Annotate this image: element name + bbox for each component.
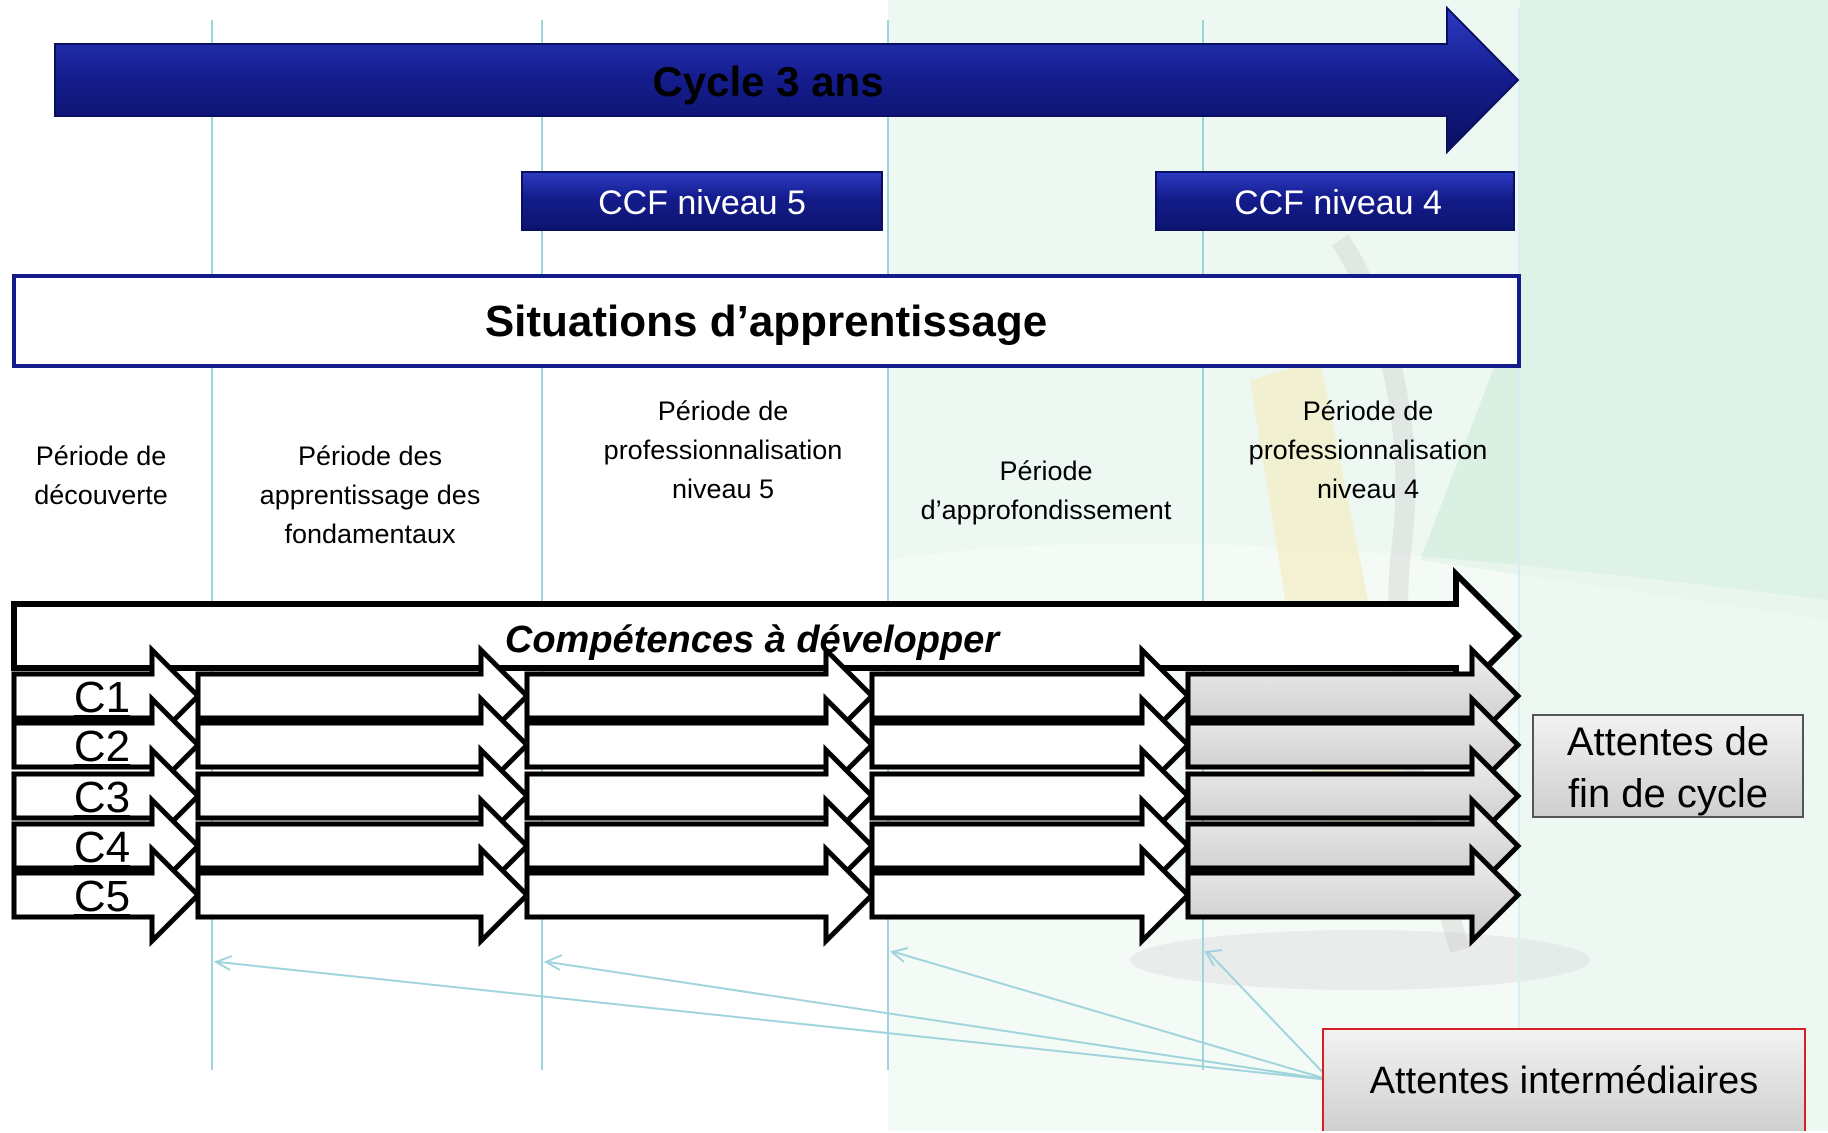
situations-box-label: Situations d’apprentissage: [485, 297, 1047, 346]
period-prof5-line2: professionnalisation: [603, 435, 843, 465]
period-approfondissement-line2: d’approfondissement: [920, 495, 1172, 525]
ccf-level4-label: CCF niveau 4: [1234, 184, 1442, 222]
intermediate-expectations-box: Attentes intermédiaires: [1322, 1028, 1806, 1131]
competence-c3-label: C3: [74, 773, 130, 822]
competence-c4-label: C4: [74, 823, 130, 872]
competence-c5-label: C5: [74, 872, 130, 921]
competence-c5-segment-5: [1185, 842, 1522, 948]
ccf-level4-box: CCF niveau 4: [1155, 171, 1515, 231]
background-decoration: [888, 0, 1828, 1131]
period-fondamentaux: Période des apprentissage des fondamenta…: [220, 437, 520, 554]
ccf-level5-label: CCF niveau 5: [598, 184, 806, 222]
competence-c3-segment-2: [195, 743, 531, 849]
competence-c3-segment-5: [1185, 743, 1522, 849]
period-prof5-line1: Période de: [657, 396, 789, 426]
competence-c3-segment-3: [524, 743, 876, 849]
situations-box: Situations d’apprentissage: [12, 274, 1521, 368]
cycle-arrow: Cycle 3 ans: [54, 5, 1520, 155]
competence-c5-segment-1: [11, 842, 202, 948]
end-of-cycle-expectations-box: Attentes de fin de cycle: [1532, 714, 1804, 818]
period-professionnalisation-4: Période de professionnalisation niveau 4: [1208, 392, 1528, 509]
period-approfondissement: Période d’approfondissement: [888, 452, 1204, 530]
ccf-level5-box: CCF niveau 5: [521, 171, 883, 231]
competence-c2-segment-3: [524, 692, 876, 798]
competence-c2-segment-4: [869, 692, 1192, 798]
competence-c5-segment-4: [869, 842, 1192, 948]
competence-c2-segment-2: [195, 692, 531, 798]
competence-c2-label: C2: [74, 722, 130, 771]
competence-c1-label: C1: [74, 673, 130, 722]
period-fondamentaux-line1: Période des: [297, 441, 443, 471]
period-professionnalisation-5: Période de professionnalisation niveau 5: [560, 392, 886, 509]
intermediate-connectors: [213, 947, 1331, 1081]
period-prof4-line3: niveau 4: [1316, 474, 1420, 504]
period-fondamentaux-line3: fondamentaux: [284, 519, 456, 549]
period-decouverte-line2: découverte: [34, 480, 168, 510]
competences-arrow-label: Compétences à développer: [505, 619, 1001, 661]
period-prof5-line3: niveau 5: [671, 474, 775, 504]
period-prof4-line2: professionnalisation: [1248, 435, 1488, 465]
competence-row-c5: C5: [11, 842, 1522, 948]
intermediate-expectations-label: Attentes intermédiaires: [1369, 1060, 1759, 1102]
period-fondamentaux-line2: apprentissage des: [259, 480, 481, 510]
period-approfondissement-line1: Période: [999, 456, 1093, 486]
cycle-arrow-label: Cycle 3 ans: [652, 58, 883, 105]
end-of-cycle-line1: Attentes de: [1566, 720, 1770, 764]
competence-c5-segment-3: [524, 842, 876, 948]
period-decouverte: Période de découverte: [6, 437, 196, 515]
competence-c3-segment-4: [869, 743, 1192, 849]
end-of-cycle-line2: fin de cycle: [1567, 772, 1769, 816]
competence-c5-segment-2: [195, 842, 531, 948]
period-prof4-line1: Période de: [1302, 396, 1434, 426]
competence-c2-segment-5: [1185, 692, 1522, 798]
period-decouverte-line1: Période de: [35, 441, 167, 471]
